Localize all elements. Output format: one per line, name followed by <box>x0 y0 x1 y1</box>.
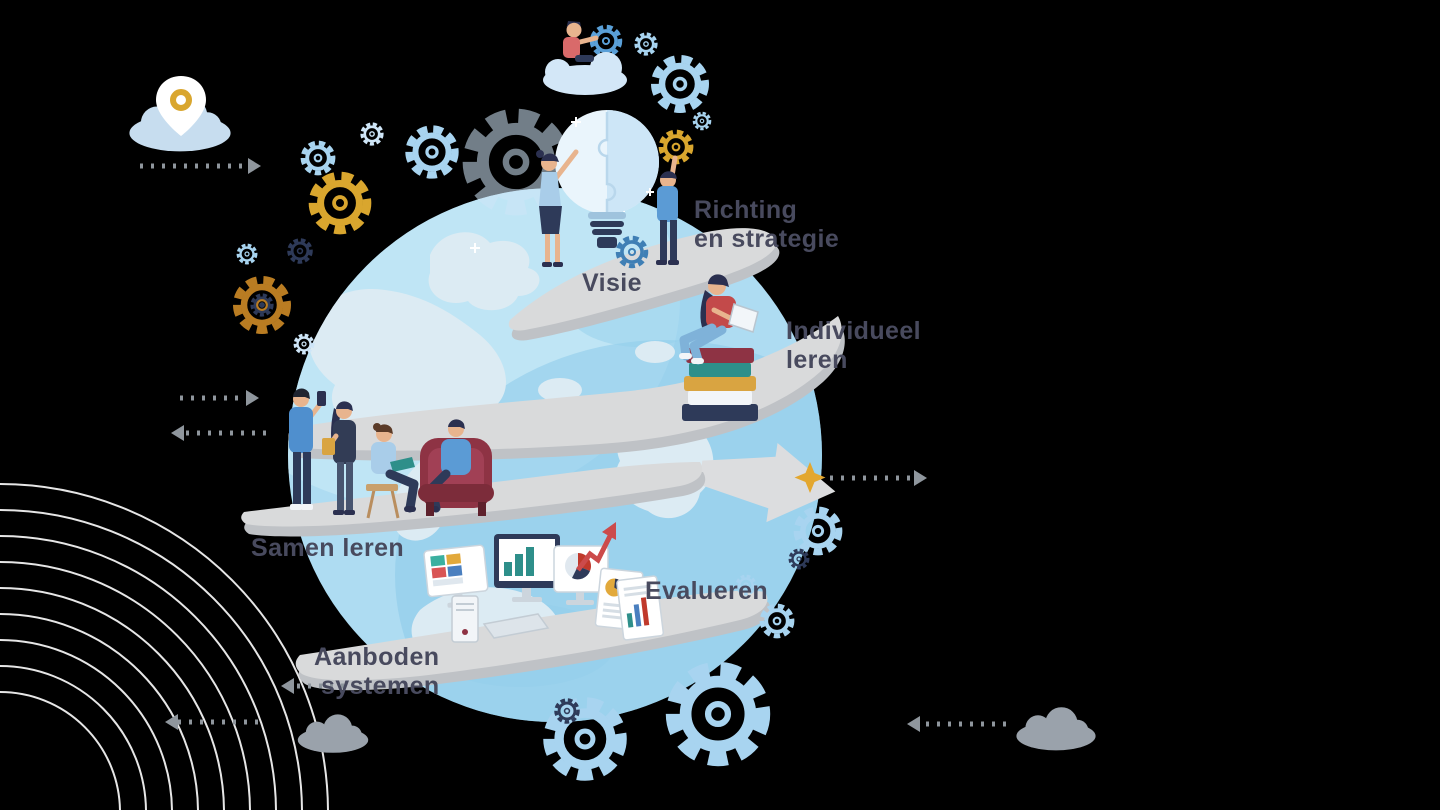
gear-icon <box>300 140 336 176</box>
dotted-arrow-icon <box>140 158 261 174</box>
seated-woman-stool <box>366 423 419 519</box>
gear-icon <box>793 506 843 556</box>
dotted-arrow-icon <box>180 390 259 406</box>
gear-icon <box>287 238 313 264</box>
growth-arrow-icon <box>576 522 616 572</box>
lightbulb-icon <box>555 110 659 248</box>
illustration-individual-learning-scene <box>679 274 759 421</box>
gear-icon <box>788 548 810 570</box>
illustration-group-learning-scene <box>289 388 494 519</box>
illustration-idea-scene <box>536 21 679 267</box>
cloud-icon <box>543 52 627 95</box>
gear-icon <box>236 243 258 265</box>
cloud-icon <box>1016 707 1096 751</box>
sparkle-icon <box>794 462 826 493</box>
dotted-arrow-icon <box>281 678 344 694</box>
location-pin-icon <box>156 76 206 136</box>
gear-icon <box>634 32 658 56</box>
cloud-icon <box>297 714 369 753</box>
gear-icon <box>360 122 384 146</box>
gear-icon <box>759 603 795 639</box>
label-aanboden-systemen: Aanboden systemen <box>314 643 440 700</box>
gear-icon <box>308 171 372 235</box>
standing-man <box>289 388 326 510</box>
gear-icon <box>543 697 627 781</box>
gear-icon <box>293 333 315 355</box>
keyboard-icon <box>482 613 550 639</box>
dotted-arrow-icon <box>171 425 266 441</box>
label-visie: Visie <box>582 269 642 297</box>
book-icon <box>322 438 335 455</box>
label-samen-leren: Samen leren <box>251 534 405 562</box>
monitor-icon <box>494 534 560 602</box>
dotted-arrow-icon <box>165 714 258 730</box>
label-richting-en-strategie: Richting en strategie <box>694 196 840 253</box>
gear-icon <box>615 235 649 269</box>
gear-icon <box>233 276 291 334</box>
gear-icon <box>554 698 580 724</box>
tower-icon <box>451 595 479 643</box>
laptop-icon <box>390 457 415 472</box>
gear-icon <box>665 661 771 767</box>
dotted-arrow-icon <box>907 716 1006 732</box>
gear-icon <box>651 55 709 113</box>
phone-icon <box>317 391 326 406</box>
person-left <box>536 149 579 267</box>
gear-icon <box>735 574 757 596</box>
person-on-cloud <box>563 21 599 62</box>
armchair-man <box>418 419 494 516</box>
gear-icon <box>589 24 623 58</box>
documents-icon <box>594 567 665 641</box>
gear-icon <box>405 125 459 179</box>
gear-icon <box>250 293 274 317</box>
ramp-arrow <box>698 442 836 523</box>
standing-woman <box>322 401 356 515</box>
person-right <box>656 155 679 265</box>
gear-icon <box>692 111 712 131</box>
reading-person <box>679 274 759 365</box>
laptop-icon <box>728 303 759 333</box>
dotted-arrow-icon <box>830 470 927 486</box>
illustration-systems-scene <box>423 522 665 643</box>
label-evalueren: Evalueren <box>645 577 769 605</box>
label-individueel-leren: Individueel leren <box>786 317 921 374</box>
